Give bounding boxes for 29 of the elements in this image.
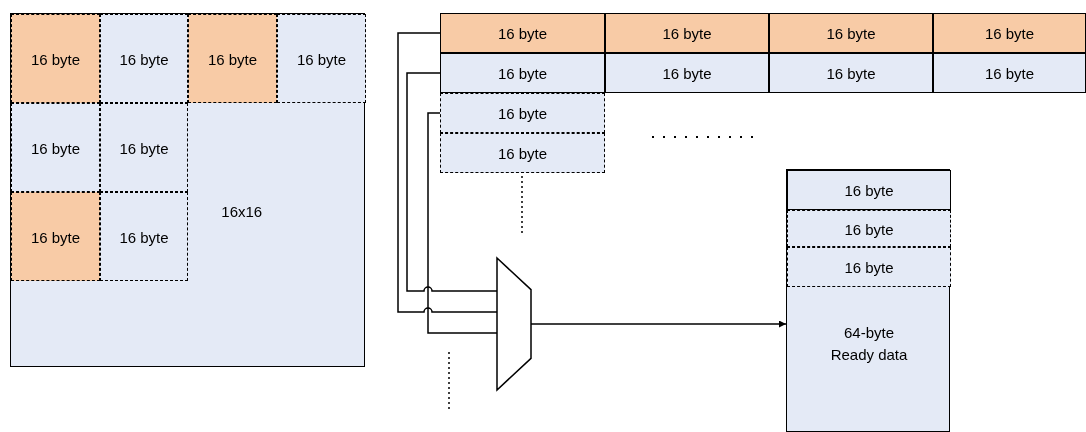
memory-block: 16 byte <box>11 192 100 281</box>
memory-block: 16 byte <box>787 210 951 247</box>
memory-block: 16 byte <box>933 53 1086 93</box>
arrow <box>530 320 787 328</box>
memory-block: 16 byte <box>440 13 605 53</box>
memory-block: 16 byte <box>769 53 933 93</box>
memory-block: 16 byte <box>188 14 277 103</box>
memory-block: 16 byte <box>277 14 366 103</box>
memory-region <box>10 13 365 367</box>
block-label: 64-byte Ready data <box>829 322 909 365</box>
memory-region <box>786 169 950 432</box>
memory-block: 16 byte <box>100 103 188 192</box>
connector-line <box>397 32 498 313</box>
memory-block: 16 byte <box>440 133 605 173</box>
memory-block: 16 byte <box>11 14 100 103</box>
memory-block: 16 byte <box>440 53 605 93</box>
memory-block: 16 byte <box>440 93 605 133</box>
connector-line <box>406 72 498 292</box>
memory-block: 16 byte <box>769 13 933 53</box>
memory-block: 16 byte <box>11 103 100 192</box>
memory-block: 16 byte <box>605 13 769 53</box>
memory-block: 16 byte <box>787 247 951 287</box>
connector-line <box>427 112 498 334</box>
memory-block: 16 byte <box>787 170 951 210</box>
block-label: 16x16 <box>220 202 264 223</box>
memory-block: 16 byte <box>605 53 769 93</box>
memory-block: 16 byte <box>933 13 1086 53</box>
memory-block: 16 byte <box>100 192 188 281</box>
memory-block: 16 byte <box>100 14 188 103</box>
